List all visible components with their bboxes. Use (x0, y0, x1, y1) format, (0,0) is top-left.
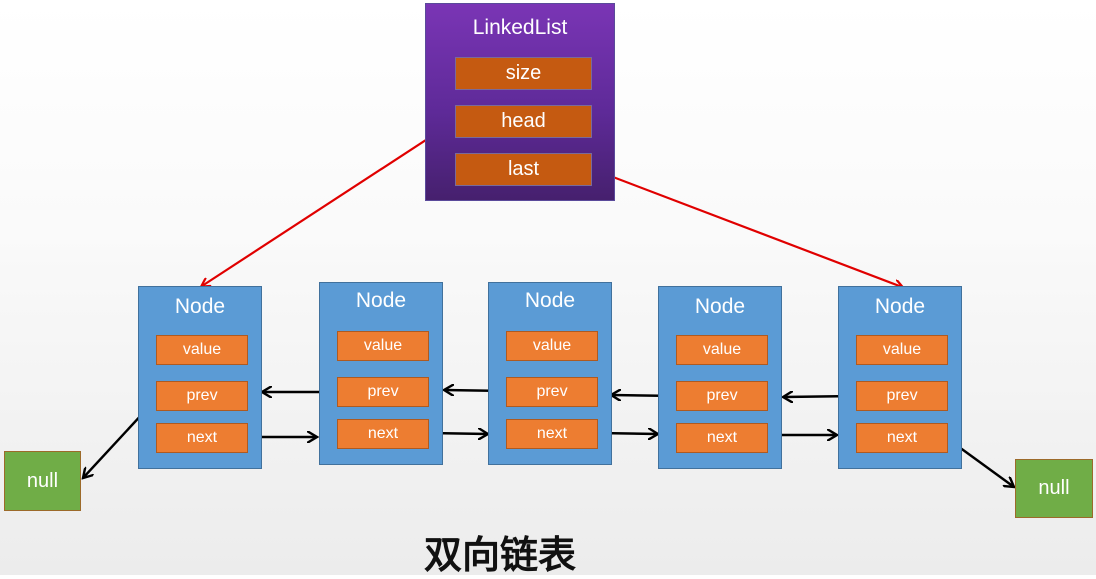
node-title: Node (874, 295, 926, 318)
node-field-next: next (156, 423, 248, 453)
node-5: Node value prev next (838, 286, 962, 469)
node-2: Node value prev next (319, 282, 443, 465)
arrow-last-to-node5 (591, 167, 902, 287)
node-field-prev: prev (856, 381, 948, 411)
node-field-next: next (337, 419, 429, 449)
linkedlist-object: LinkedList size head last (425, 3, 615, 201)
node-title: Node (355, 289, 407, 312)
node-1: Node value prev next (138, 286, 262, 469)
node-field-prev: prev (337, 377, 429, 407)
node-title: Node (524, 289, 576, 312)
node-field-value: value (337, 331, 429, 361)
linkedlist-title: LinkedList (472, 16, 568, 39)
node-4: Node value prev next (658, 286, 782, 469)
node-field-value: value (506, 331, 598, 361)
linkedlist-field-head: head (455, 105, 592, 138)
node-field-prev: prev (156, 381, 248, 411)
linkedlist-field-last: last (455, 153, 592, 186)
node-field-prev: prev (676, 381, 768, 411)
node-3: Node value prev next (488, 282, 612, 465)
node-field-next: next (506, 419, 598, 449)
node-field-value: value (156, 335, 248, 365)
null-left: null (4, 451, 81, 511)
arrow-head-to-node1 (202, 120, 456, 286)
node-field-value: value (676, 335, 768, 365)
node-field-next: next (676, 423, 768, 453)
linkedlist-field-size: size (455, 57, 592, 90)
null-right: null (1015, 459, 1093, 518)
node-title: Node (694, 295, 746, 318)
diagram-caption: 双向链表 (423, 533, 576, 577)
node-field-prev: prev (506, 377, 598, 407)
node-field-value: value (856, 335, 948, 365)
node-field-next: next (856, 423, 948, 453)
node-title: Node (174, 295, 226, 318)
